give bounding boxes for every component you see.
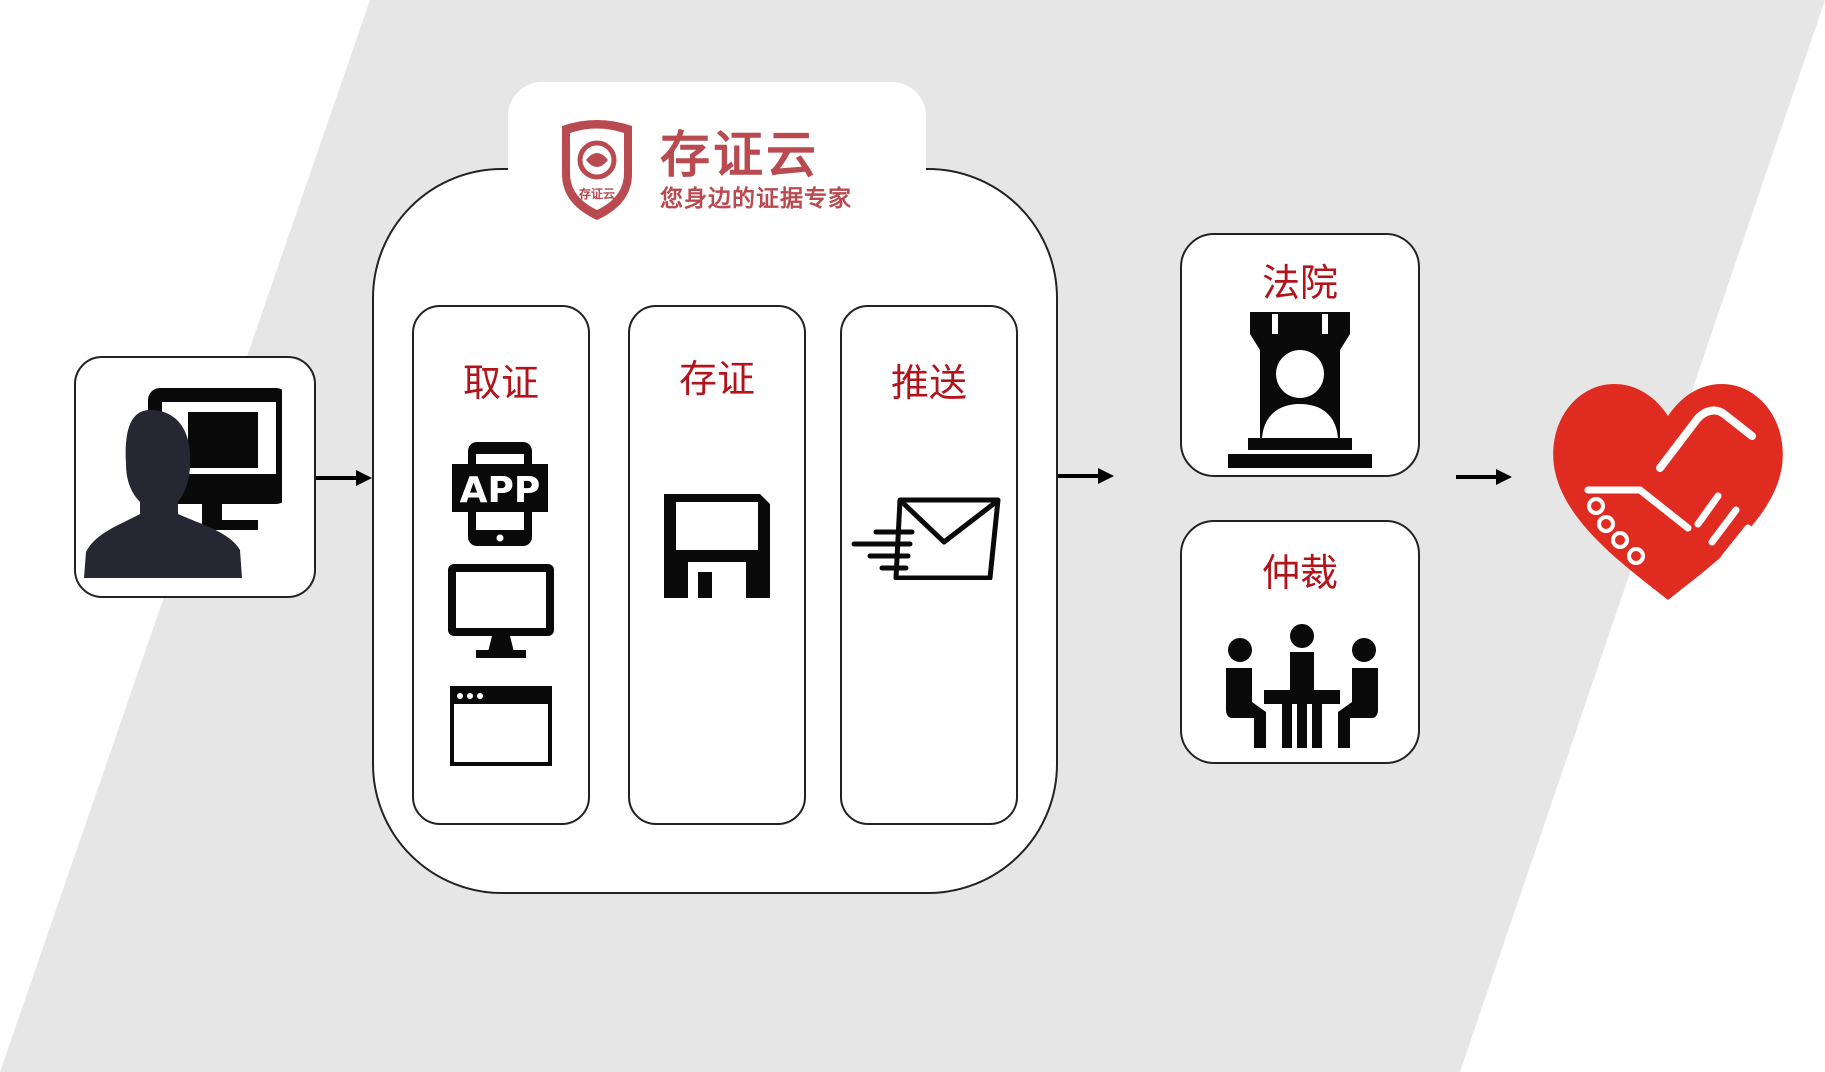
column-label-push: 推送 (890, 361, 967, 405)
browser-window-icon (450, 686, 552, 766)
brand-logo-text: 存证云 (578, 186, 615, 201)
arbitration-meeting-icon (1226, 624, 1378, 748)
arrow-to-result (1456, 469, 1512, 485)
app-phone-icon: APP (452, 442, 548, 546)
column-label-capture: 取证 (462, 361, 539, 405)
arbitration-label: 仲裁 (1261, 551, 1338, 595)
user-at-computer-icon (84, 388, 282, 578)
arrow-to-outcomes (1058, 468, 1114, 484)
column-label-store: 存证 (678, 357, 755, 401)
monitor-icon (448, 564, 554, 658)
brand-name: 存证云 (660, 126, 819, 184)
floppy-disk-icon (664, 494, 770, 598)
user-box (74, 356, 316, 598)
brand-slogan: 您身边的证据专家 (660, 186, 852, 212)
svg-text:APP: APP (460, 470, 541, 511)
fast-mail-icon (851, 497, 1001, 580)
shield-logo-icon: 存证云 (562, 120, 632, 220)
court-judge-icon (1228, 312, 1372, 468)
court-label: 法院 (1261, 261, 1338, 305)
brand-tab-bridge (508, 168, 926, 172)
arrow-to-platform (316, 470, 372, 486)
handshake-heart-icon (1553, 384, 1783, 600)
